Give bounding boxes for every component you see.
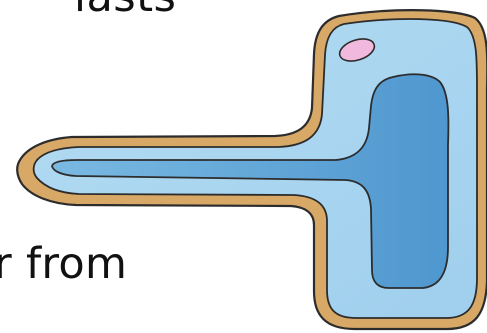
diagram-canvas: lasts r from: [0, 0, 487, 333]
plant-cell-illustration: [0, 0, 487, 333]
